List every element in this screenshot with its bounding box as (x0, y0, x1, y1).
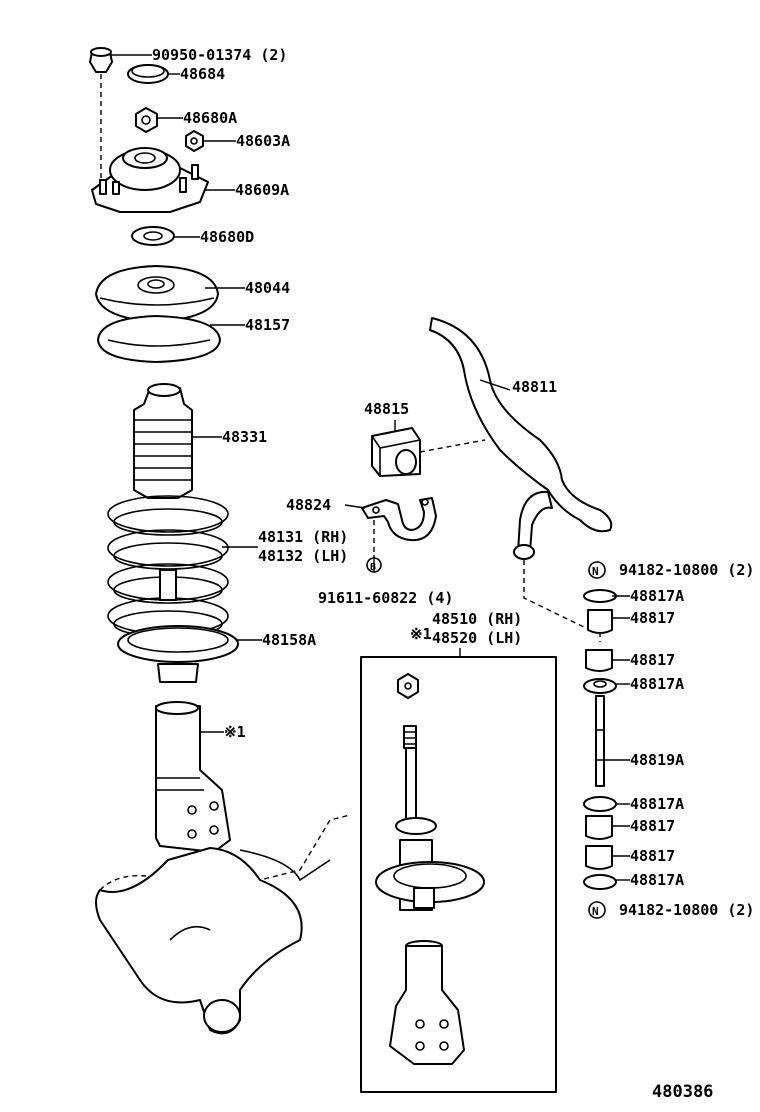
figure-number: 480386 (652, 1082, 713, 1102)
label-48817-3: 48817 (630, 817, 675, 835)
circle-n-top-symbol (588, 561, 606, 579)
label-48520-lh: 48520 (LH) (432, 629, 522, 647)
label-48132-lh: 48132 (LH) (258, 547, 348, 565)
lower-insulator-48158A (117, 625, 239, 683)
label-48510-rh: 48510 (RH) (432, 610, 522, 628)
label-48158A: 48158A (262, 631, 316, 649)
label-star1-box: ※1 (410, 625, 432, 643)
upper-seat-48044 (95, 265, 219, 323)
circle-n-bottom-symbol (588, 901, 606, 919)
dust-cover-48684 (127, 64, 169, 84)
leader-dashed-link (523, 560, 591, 631)
nut-48603A (185, 130, 204, 152)
strut-housing-star1 (155, 701, 231, 853)
label-48603A: 48603A (236, 132, 290, 150)
strut-assembly-contents (375, 673, 485, 1065)
label-48815: 48815 (364, 400, 409, 418)
label-circle-n-bottom: N (592, 905, 599, 918)
label-91611-60822: 91611-60822 (4) (318, 589, 453, 607)
label-48817-1: 48817 (630, 609, 675, 627)
label-90950-01374: 90950-01374 (2) (152, 46, 287, 64)
bracket-48824 (361, 497, 437, 542)
label-48331: 48331 (222, 428, 267, 446)
bushing-48815 (371, 427, 421, 477)
link-stack (583, 589, 617, 890)
label-48680D: 48680D (200, 228, 254, 246)
steering-knuckle (95, 814, 351, 1035)
label-48819A: 48819A (630, 751, 684, 769)
bearing-48680D (131, 226, 175, 246)
label-circle-n-top: N (592, 565, 599, 578)
label-48817A-1: 48817A (630, 587, 684, 605)
nut-48680A (135, 107, 158, 133)
label-48044: 48044 (245, 279, 290, 297)
coil-spring-48131-48132 (107, 495, 229, 638)
label-48131-rh: 48131 (RH) (258, 528, 348, 546)
label-48811: 48811 (512, 378, 557, 396)
label-circle-b: B (370, 562, 376, 573)
bumper-boot-48331 (133, 383, 193, 499)
stabilizer-bar-48811 (429, 317, 613, 560)
label-48824: 48824 (286, 496, 331, 514)
label-48817-2: 48817 (630, 651, 675, 669)
spring-insulator-48157 (97, 315, 221, 363)
label-94182-10800-bottom: 94182-10800 (2) (619, 901, 754, 919)
label-48157: 48157 (245, 316, 290, 334)
label-48817A-3: 48817A (630, 795, 684, 813)
label-48609A: 48609A (235, 181, 289, 199)
cap-plug-90950 (89, 47, 113, 73)
label-48817A-4: 48817A (630, 871, 684, 889)
label-48680A: 48680A (183, 109, 237, 127)
label-94182-10800-top: 94182-10800 (2) (619, 561, 754, 579)
label-48684: 48684 (180, 65, 225, 83)
label-48817-4: 48817 (630, 847, 675, 865)
label-star1-strut: ※1 (224, 723, 246, 741)
support-48609A (91, 147, 209, 213)
leader-dashed-bushing (419, 439, 486, 453)
circle-b-symbol (366, 557, 382, 573)
label-48817A-2: 48817A (630, 675, 684, 693)
leader-lines (110, 54, 630, 881)
